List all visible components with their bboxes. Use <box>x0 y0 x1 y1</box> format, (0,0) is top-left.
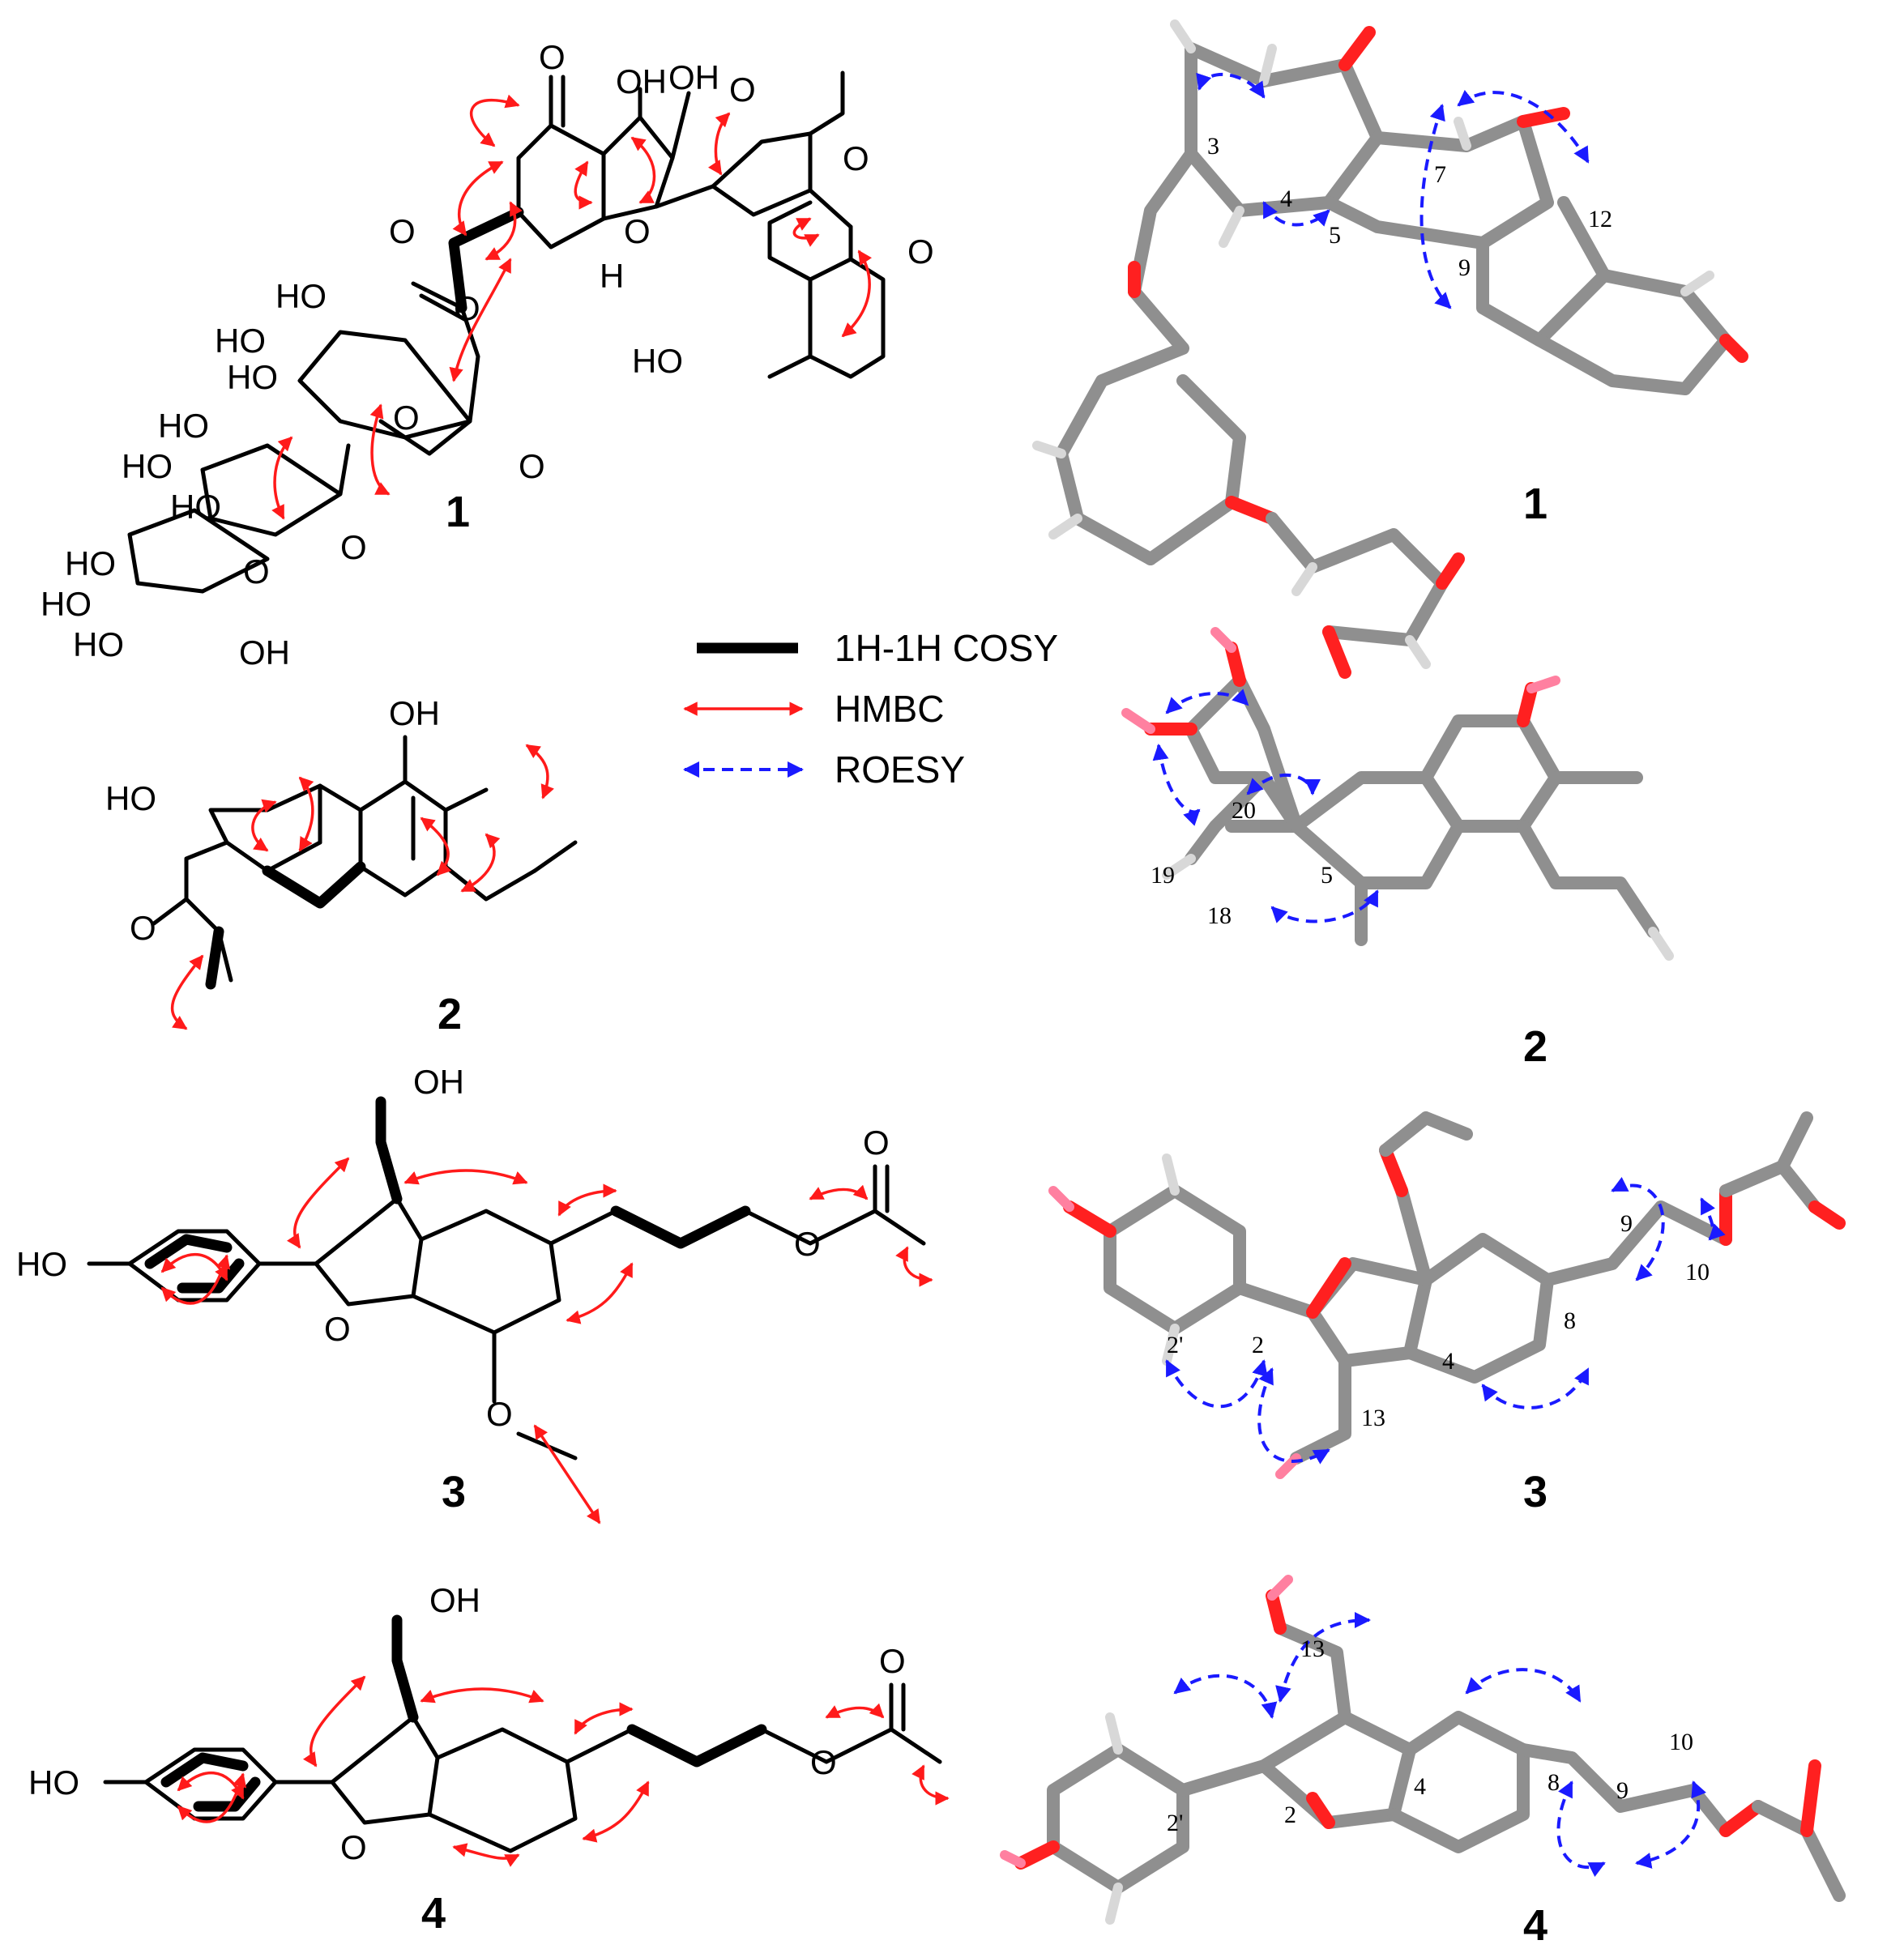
c1-label-17: O <box>340 528 367 566</box>
m2-loc-2: 5 <box>1321 862 1333 889</box>
m4-loc-2: 2 <box>1284 1802 1296 1828</box>
legend-hmbc-label: HMBC <box>835 688 944 730</box>
c4-label-4: O <box>879 1642 906 1680</box>
m2-loc-0: 20 <box>1232 797 1256 824</box>
m3-loc-4: 9 <box>1620 1210 1633 1237</box>
model-1: 3 4 5 7 9 12 1 <box>1032 19 1748 679</box>
c3-label-4: O <box>794 1225 821 1263</box>
m4-loc-1: 2' <box>1167 1810 1183 1836</box>
m1-loc-5: 12 <box>1588 206 1612 232</box>
m2-loc-3: 18 <box>1207 902 1232 929</box>
c4-label-1: HO <box>28 1763 79 1802</box>
c1-label-6: O <box>843 139 869 177</box>
m1-loc-3: 7 <box>1434 161 1446 188</box>
c3-label-1: HO <box>16 1245 67 1283</box>
c4-label-2: O <box>340 1828 367 1866</box>
compound-1-number: 1 <box>446 488 470 536</box>
compound-2-structure: OH HO O 2 <box>105 694 578 1038</box>
c1-label-18: HO <box>170 488 221 526</box>
compound-1-structure: O OH OH O O H O O HO HO HO O O HO HO O H… <box>41 38 934 672</box>
m4-loc-4: 8 <box>1548 1769 1560 1796</box>
c1-label-23: O <box>519 447 545 485</box>
model-3: 2' 2 4 8 9 10 13 3 <box>1048 1111 1846 1516</box>
model-2: 20 19 5 18 2 <box>1121 627 1674 1071</box>
m3-loc-1: 2 <box>1252 1332 1264 1358</box>
c1-label-15: O <box>393 399 420 437</box>
c1-label-9: HO <box>275 277 327 315</box>
c1-label-21: HO <box>41 585 92 623</box>
c1-label-20: HO <box>65 544 116 582</box>
c2-label-2: O <box>130 909 156 947</box>
c1-label-0: O <box>539 38 566 76</box>
model-2-number: 2 <box>1523 1022 1548 1071</box>
c1-label-4: O <box>624 212 651 250</box>
m3-loc-0: 2' <box>1167 1332 1183 1358</box>
compound-2-number: 2 <box>438 990 462 1038</box>
c3-label-3: O <box>486 1395 513 1433</box>
legend: 1H-1H COSY HMBC ROESY <box>683 627 1058 791</box>
m3-loc-6: 13 <box>1361 1405 1385 1431</box>
m1-loc-4: 9 <box>1458 254 1471 281</box>
model-1-number: 1 <box>1523 480 1548 528</box>
c1-label-16: HO <box>122 447 173 485</box>
model-4-number: 4 <box>1523 1901 1548 1950</box>
c2-label-1: HO <box>105 779 156 817</box>
c1-label-19: O <box>243 552 270 591</box>
c1-label-3: O <box>729 70 756 109</box>
compound-3-structure: OH HO O O O O 3 <box>16 1063 933 1524</box>
c3-label-5: O <box>863 1124 890 1162</box>
legend-cosy-label: 1H-1H COSY <box>835 627 1058 669</box>
model-4: 13 2' 2 4 8 9 10 4 <box>1000 1575 1846 1950</box>
m3-loc-3: 8 <box>1564 1307 1576 1334</box>
m1-loc-0: 3 <box>1207 133 1219 160</box>
compound-3-number: 3 <box>442 1468 466 1516</box>
m2-loc-1: 19 <box>1151 862 1175 889</box>
c1-label-1: OH <box>616 62 667 100</box>
compound-4-structure: OH HO O O O 4 <box>28 1581 950 1938</box>
m1-loc-2: 5 <box>1329 222 1341 249</box>
c1-label-2: OH <box>668 58 719 96</box>
model-3-number: 3 <box>1523 1468 1548 1516</box>
m4-loc-5: 9 <box>1616 1777 1629 1804</box>
c1-label-10: HO <box>215 322 266 360</box>
m4-loc-6: 10 <box>1669 1729 1693 1755</box>
m3-loc-2: 4 <box>1442 1348 1454 1375</box>
c1-label-7: O <box>907 232 934 271</box>
m4-loc-3: 4 <box>1414 1773 1426 1800</box>
c1-label-11: O <box>389 212 416 250</box>
c3-label-0: OH <box>413 1063 464 1101</box>
c4-label-3: O <box>810 1743 837 1781</box>
legend-roesy-label: ROESY <box>835 748 965 791</box>
c1-label-22: OH <box>239 633 290 672</box>
c4-label-0: OH <box>429 1581 480 1619</box>
c2-label-0: OH <box>389 694 440 732</box>
compound-4-number: 4 <box>421 1889 446 1938</box>
m4-loc-0: 13 <box>1300 1635 1325 1662</box>
c1-label-13: HO <box>227 358 278 396</box>
c1-label-24: HO <box>73 625 124 663</box>
m3-loc-5: 10 <box>1685 1259 1710 1286</box>
c1-label-8: HO <box>632 342 683 380</box>
c1-label-5: H <box>600 257 624 295</box>
m1-loc-1: 4 <box>1280 185 1292 212</box>
c1-label-14: HO <box>158 407 209 445</box>
c3-label-2: O <box>324 1310 351 1348</box>
